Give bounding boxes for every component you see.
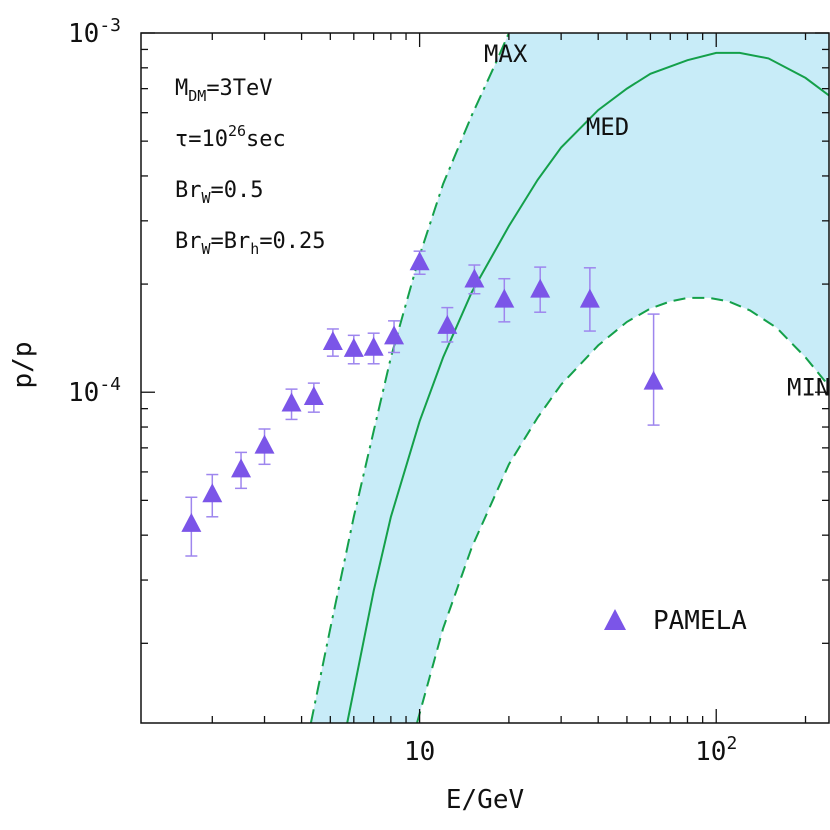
- ticks: 10 102 10-4 10-3: [68, 15, 829, 767]
- annotation-line: BrW=0.5: [175, 178, 264, 207]
- data-point: [530, 266, 551, 313]
- data-point: [384, 320, 405, 354]
- triangle-marker: [643, 370, 664, 390]
- annotation-line: MDM=3TeV: [175, 76, 273, 105]
- triangle-marker: [202, 483, 223, 503]
- triangle-marker: [343, 337, 364, 357]
- data-point: [464, 264, 485, 295]
- data-point: [231, 451, 252, 490]
- data-point: [181, 496, 202, 557]
- x-tick-label: 10: [404, 737, 435, 767]
- triangle-marker: [384, 325, 405, 345]
- data-point: [643, 313, 664, 426]
- annotation-line: BrW=Brh=0.25: [175, 229, 326, 258]
- y-tick-label: 10-3: [68, 15, 121, 49]
- triangle-marker: [464, 268, 485, 288]
- allowed-band: [310, 33, 829, 723]
- triangle-marker: [579, 288, 600, 308]
- data-point: [409, 250, 430, 276]
- curve-med: [346, 51, 829, 723]
- plot-frame: [140, 32, 830, 724]
- y-tick-label: 10-4: [68, 374, 121, 408]
- triangle-marker: [494, 288, 515, 308]
- data-point: [343, 334, 364, 365]
- x-tick-label: 102: [695, 733, 737, 767]
- curve-label-max: MAX: [484, 40, 528, 68]
- data-point: [281, 388, 302, 421]
- triangle-marker: [530, 278, 551, 298]
- triangle-marker: [409, 251, 430, 271]
- curves: [309, 33, 829, 723]
- triangle-marker: [231, 458, 252, 478]
- triangle-marker: [322, 330, 343, 350]
- x-axis-label: E/GeV: [446, 785, 524, 815]
- triangle-marker: [363, 336, 384, 356]
- data-point: [254, 428, 275, 466]
- data-points: [181, 250, 664, 557]
- curve-max: [309, 33, 510, 723]
- data-point: [322, 328, 343, 357]
- triangle-marker: [181, 512, 202, 532]
- triangle-marker: [254, 434, 275, 454]
- data-point: [303, 382, 324, 413]
- triangle-marker: [303, 385, 324, 405]
- data-point: [579, 267, 600, 332]
- curve-labels: MAX MED MIN: [484, 40, 830, 401]
- triangle-marker: [281, 392, 302, 412]
- curve-label-med: MED: [586, 113, 629, 141]
- legend-triangle-marker: [604, 609, 626, 630]
- data-point: [494, 277, 515, 323]
- curve-label-min: MIN: [787, 373, 830, 401]
- allowed-band-area: [310, 33, 829, 723]
- y-axis-label: p/p: [8, 342, 38, 389]
- triangle-marker: [437, 314, 458, 334]
- annotation-line: τ=1026sec: [175, 122, 286, 152]
- data-point: [437, 306, 458, 343]
- data-point: [202, 473, 223, 518]
- legend-label: PAMELA: [653, 606, 747, 636]
- data-point: [363, 332, 384, 365]
- legend: PAMELA: [604, 606, 747, 636]
